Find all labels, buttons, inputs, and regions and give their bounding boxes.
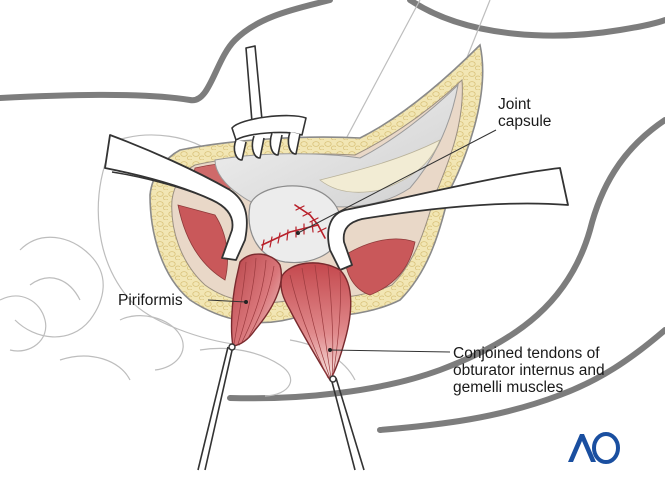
conjoined-fibers xyxy=(289,264,341,379)
body-outline xyxy=(0,0,665,433)
pointer-dot-conjoined xyxy=(328,348,332,352)
tendon-highlight xyxy=(319,139,441,193)
label-piriformis: Piriformis xyxy=(118,292,183,309)
label-joint-capsule: Joint capsule xyxy=(498,96,551,130)
stay-sutures xyxy=(197,345,365,471)
suture-knot-piriformis xyxy=(228,343,236,351)
suture-knot-conjoined xyxy=(329,375,337,383)
deep-muscle-right xyxy=(344,238,416,296)
right-retractor xyxy=(327,167,569,271)
conjoined-tendons-muscle xyxy=(280,262,352,382)
capsule-suture xyxy=(261,204,327,251)
femoral-head xyxy=(248,185,342,264)
label-conjoined-line2: obturator internus and xyxy=(453,362,605,379)
left-retractor xyxy=(104,134,248,261)
bone-contours xyxy=(0,0,491,397)
deep-muscle-left xyxy=(177,204,228,281)
left-retractor-edge xyxy=(111,171,213,201)
ao-logo-icon: AO xyxy=(568,432,620,464)
piriformis-fibers xyxy=(233,257,275,345)
label-conjoined-line1: Conjoined tendons of xyxy=(453,345,600,362)
label-joint-capsule-line2: capsule xyxy=(498,113,552,130)
leader-lines xyxy=(207,129,497,353)
label-conjoined-line3: gemelli muscles xyxy=(453,379,564,396)
piriformis-muscle xyxy=(230,253,282,347)
label-joint-capsule-line1: Joint xyxy=(498,96,531,113)
label-conjoined-tendons: Conjoined tendons of obturator internus … xyxy=(453,345,605,396)
retractor-rake-icon xyxy=(231,45,307,161)
pointer-dot-piriformis xyxy=(244,300,248,304)
